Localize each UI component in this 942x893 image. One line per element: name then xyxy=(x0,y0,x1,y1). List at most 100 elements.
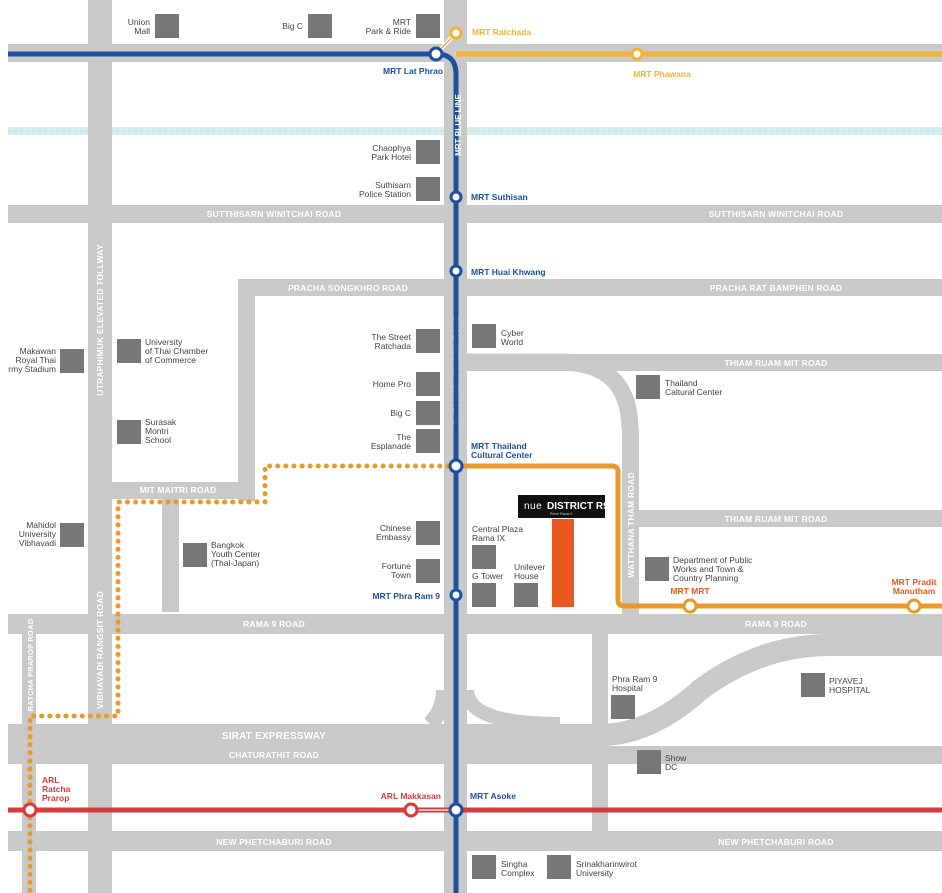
big-c-mid-label: Big C xyxy=(390,408,411,418)
unilever-label-2: House xyxy=(514,571,539,581)
utcc-label-1: University xyxy=(145,337,183,347)
road-label-sutthisarn-right: SUTTHISARN WINITCHAI ROAD xyxy=(709,209,843,219)
surasak-label-1: Surasak xyxy=(145,417,177,427)
project-tagline: Prime Rama 9 xyxy=(550,512,572,516)
road-label-ratcha-prarop: RATCHA PRAROP ROAD xyxy=(26,618,35,711)
project-site xyxy=(552,519,574,607)
park-ride-marker xyxy=(416,14,440,38)
road-label-pracha-songkhro: PRACHA SONGKHRO ROAD xyxy=(288,283,408,293)
canal xyxy=(8,127,942,135)
show-dc-marker xyxy=(637,750,661,774)
road-ramp-left xyxy=(424,689,452,730)
station-pradit-label-2: Manutham xyxy=(893,586,936,596)
srinakharinwirot-label-1: Srinakharinwirot xyxy=(576,859,638,869)
road-label-pracha-rat-bamphen: PRACHA RAT BAMPHEN ROAD xyxy=(710,283,843,293)
road-pracha-songkhro xyxy=(238,279,942,296)
blue-line-name: MRT BLUE LINE xyxy=(454,93,463,155)
singha-marker xyxy=(472,855,496,879)
bangkok-youth-marker xyxy=(183,543,207,567)
road-chaturathit xyxy=(8,746,942,764)
home-pro-marker xyxy=(416,372,440,396)
road-youth-vertical xyxy=(162,482,179,612)
bangkok-youth-label-1: Bangkok xyxy=(211,540,245,550)
station-phra-ram-9-label: MRT Phra Ram 9 xyxy=(372,591,440,601)
road-label-vibhavadi: VIBHAVADI RANGSIT ROAD xyxy=(95,591,105,709)
thailand-cultural-label-1: Thailand xyxy=(665,378,698,388)
makawan-marker xyxy=(60,349,84,373)
station-arl-ratcha-label-3: Prarop xyxy=(42,793,69,803)
station-ratchada-label: MRT Ratchada xyxy=(472,27,531,37)
srinakharinwirot-marker xyxy=(547,855,571,879)
station-phawana-marker xyxy=(630,47,644,61)
station-phra-ram-9-marker xyxy=(449,588,463,602)
landmarks: Union Mall Big C MRT Park & Ride Chaophy… xyxy=(8,14,871,879)
station-thailand-cc-marker xyxy=(448,458,464,474)
road-label-new-phetchaburi-right: NEW PHETCHABURI ROAD xyxy=(718,837,833,847)
surasak-label-2: Montri xyxy=(145,426,169,436)
mahidol-label-3: Vibhavadi xyxy=(19,538,56,548)
station-asoke-marker xyxy=(448,802,464,818)
piyavej-label-1: PIYAVEJ xyxy=(829,676,863,686)
mahidol-label-2: University xyxy=(19,529,57,539)
station-huai-khwang-marker xyxy=(449,264,463,278)
station-phawana-label: MRT Phawana xyxy=(633,69,691,79)
thailand-cultural-marker xyxy=(636,375,660,399)
esplanade-label-2: Esplanade xyxy=(371,441,411,451)
roads xyxy=(8,0,942,893)
phra-ram9-hospital-label-2: Hospital xyxy=(612,683,643,693)
station-asoke-label: MRT Asoke xyxy=(470,791,516,801)
g-tower-label: G Tower xyxy=(472,571,504,581)
station-lat-phrao-label: MRT Lat Phrao xyxy=(383,66,443,76)
union-mall-marker xyxy=(155,14,179,38)
chaophya-label-1: Chaophya xyxy=(372,143,411,153)
cyber-world-label-1: Cyber xyxy=(501,328,524,338)
park-ride-label-1: MRT xyxy=(393,17,411,27)
road-sirat-curve xyxy=(599,634,942,746)
fortune-town-marker xyxy=(416,559,440,583)
chinese-embassy-marker xyxy=(416,521,440,545)
g-tower-marker xyxy=(472,583,496,607)
thailand-cultural-label-2: Caltural Center xyxy=(665,387,722,397)
dpt-label-1: Department of Public xyxy=(673,555,753,565)
fortune-town-label-1: Fortune xyxy=(382,561,412,571)
road-label-chaturathit: CHATURATHIT ROAD xyxy=(229,750,319,760)
mahidol-label-1: Mahidol xyxy=(26,520,56,530)
road-new-phetchaburi xyxy=(8,831,942,851)
cyber-world-marker xyxy=(472,324,496,348)
station-thailand-cc-label-2: Cultural Center xyxy=(471,450,533,460)
union-mall-label-2: Mall xyxy=(134,26,150,36)
surasak-marker xyxy=(117,420,141,444)
station-arl-ratcha-label-1: ARL xyxy=(42,775,59,785)
project-name: DISTRICT R9 xyxy=(547,501,609,512)
station-pradit-marker xyxy=(906,598,922,614)
station-huai-khwang-label: MRT Huai Khwang xyxy=(471,267,546,277)
stations xyxy=(22,26,922,818)
road-label-sirat: SIRAT EXPRESSWAY xyxy=(222,731,326,742)
chinese-embassy-label-2: Embassy xyxy=(376,532,412,542)
road-watthana-tham xyxy=(622,430,639,614)
phra-ram9-hospital-marker xyxy=(611,695,635,719)
road-label-rama9-left: RAMA 9 ROAD xyxy=(243,619,305,629)
singha-label-2: Complex xyxy=(501,868,535,878)
park-ride-label-2: Park & Ride xyxy=(366,26,412,36)
show-dc-label-1: Show xyxy=(665,753,687,763)
suthisarn-police-marker xyxy=(416,177,440,201)
street-ratchada-label-1: The Street xyxy=(371,332,411,342)
mahidol-marker xyxy=(60,523,84,547)
bangkok-youth-label-3: (Thai-Japan) xyxy=(211,558,259,568)
road-label-mit-maitri: MIT MAITRI ROAD xyxy=(140,485,217,495)
piyavej-marker xyxy=(801,673,825,697)
show-dc-label-2: DC xyxy=(665,762,677,772)
bangkok-youth-label-2: Youth Center xyxy=(211,549,260,559)
makawan-label-2: Royal Thai xyxy=(16,355,57,365)
big-c-top-marker xyxy=(308,14,332,38)
road-pracha-songkhro-vertical xyxy=(238,279,255,501)
central-plaza-label-2: Rama IX xyxy=(472,533,505,543)
station-pradit-label-1: MRT Pradit xyxy=(892,577,937,587)
srinakharinwirot-label-2: University xyxy=(576,868,614,878)
union-mall-label-1: Union xyxy=(128,17,150,27)
project-label-box xyxy=(518,495,605,518)
piyavej-label-2: HOSPITAL xyxy=(829,685,871,695)
station-mrt-mrt-marker xyxy=(682,598,698,614)
